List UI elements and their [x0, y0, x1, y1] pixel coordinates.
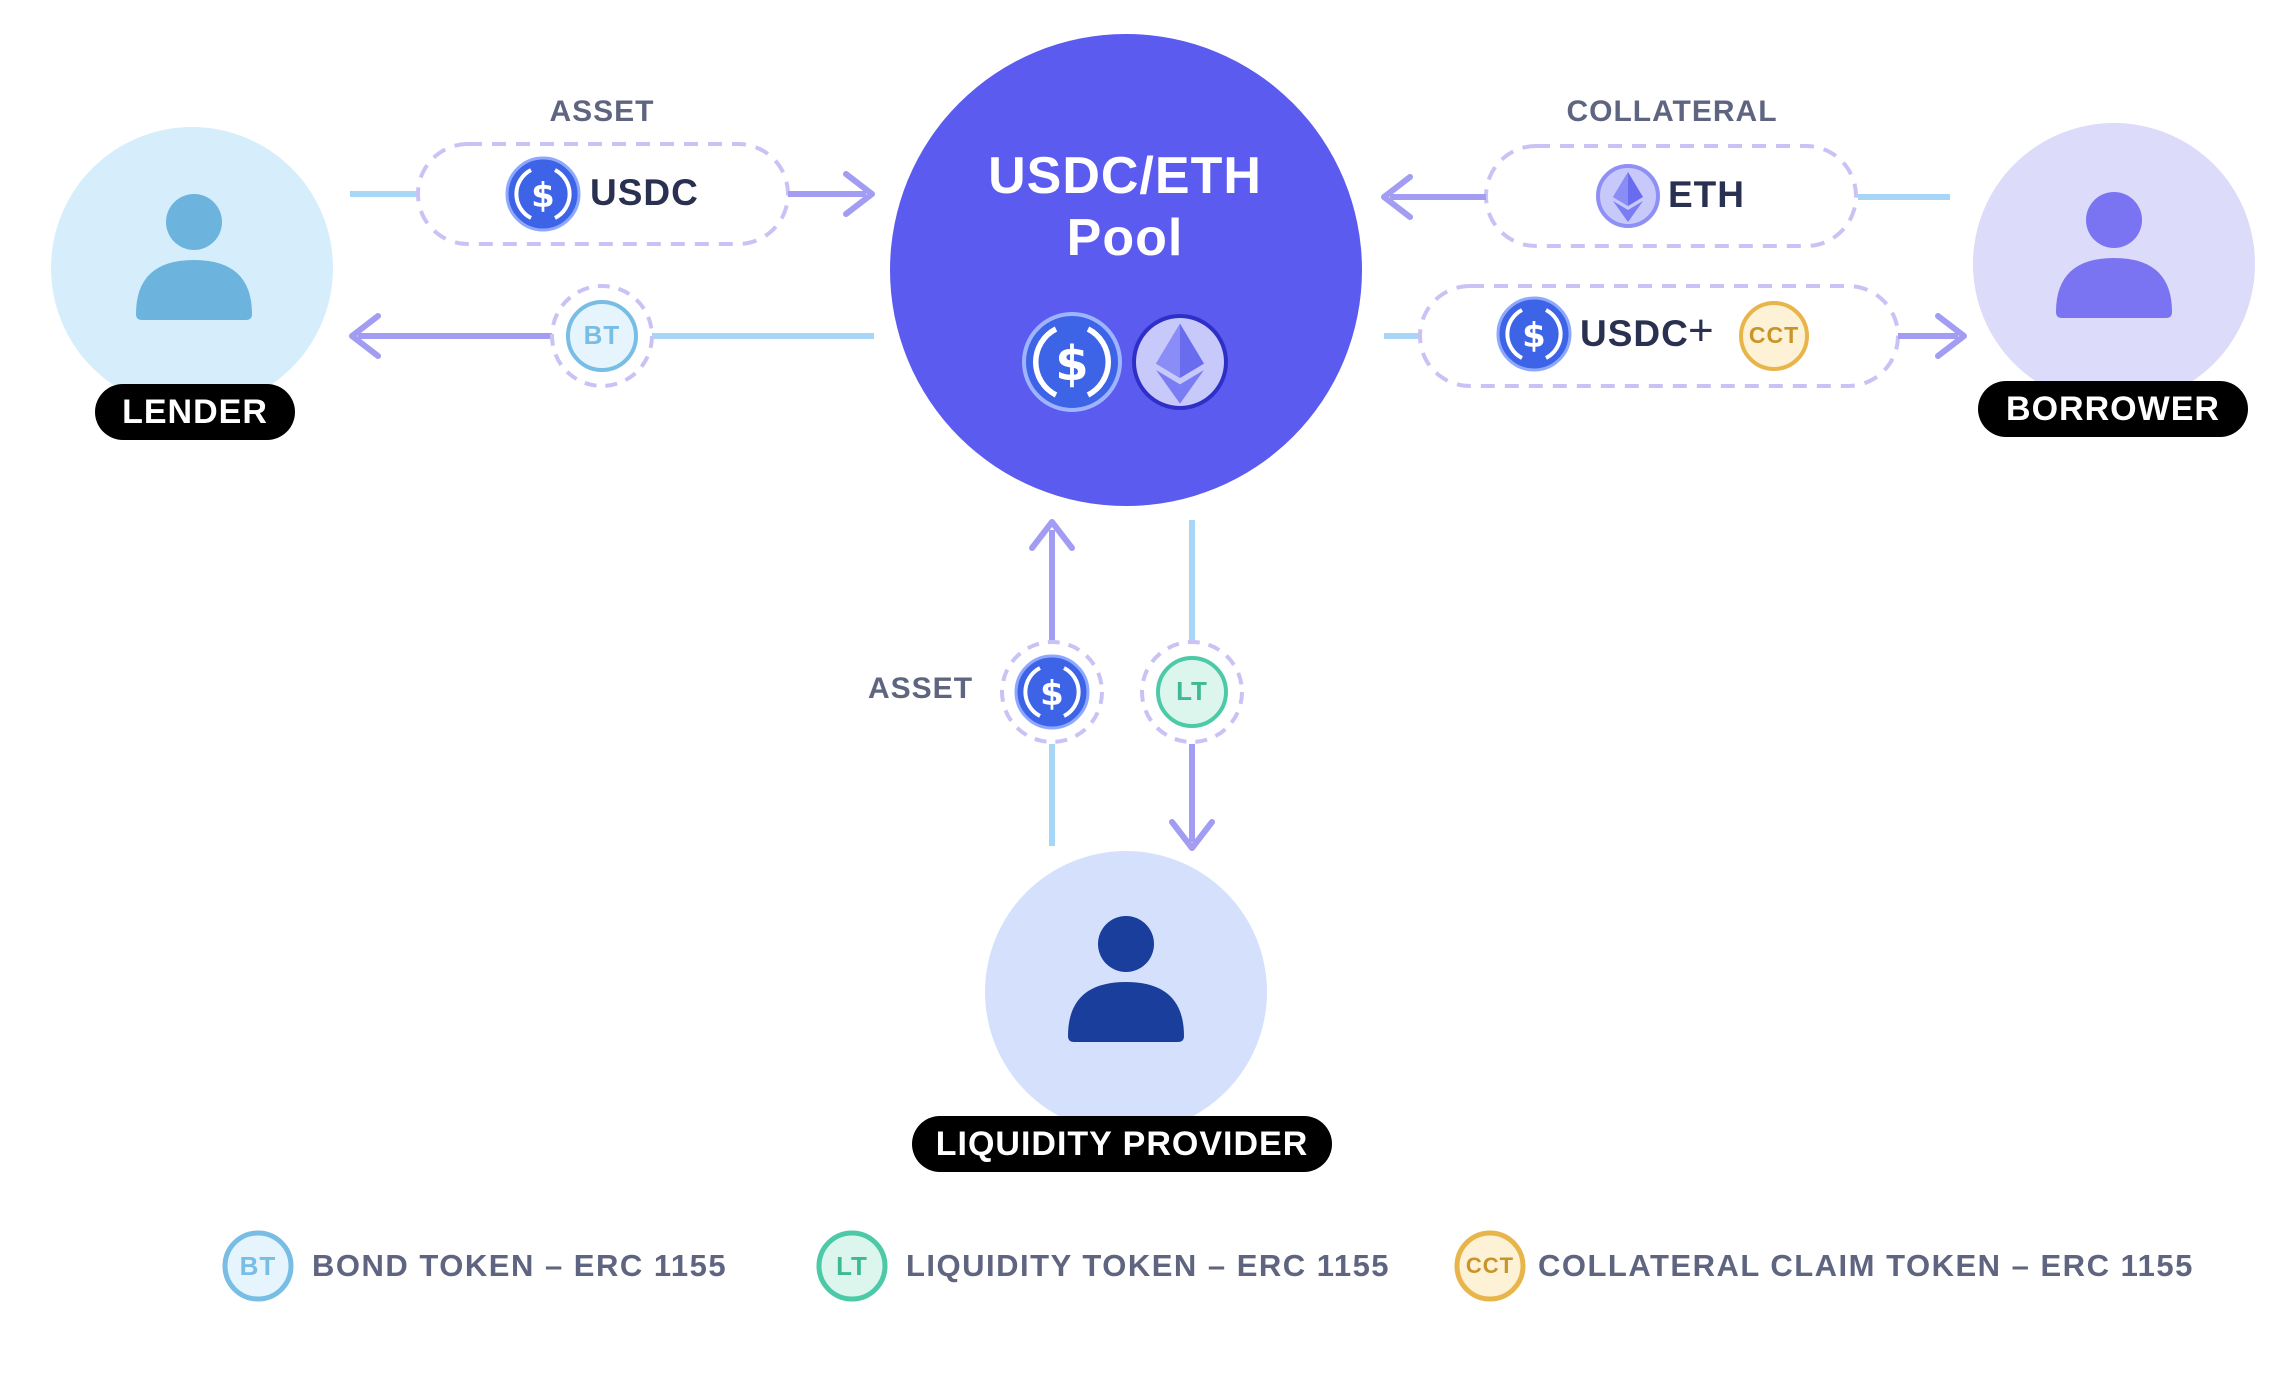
borrower-receive-flow: [1384, 284, 1967, 388]
borrower-collateral-token-label: ETH: [1668, 174, 1745, 215]
legend-cct-text: COLLATERAL CLAIM TOKEN – ERC 1155: [1538, 1248, 2194, 1283]
bt-token-icon: [566, 300, 638, 372]
liquidity-provider-badge: LIQUIDITY PROVIDER: [912, 1116, 1332, 1172]
lender-asset-flow: [350, 142, 875, 246]
lp-asset-flow: [1000, 519, 1104, 846]
usdc-coin-icon: [1496, 296, 1572, 372]
lender-bt-label: BT: [583, 320, 621, 350]
lt-token-icon: [1156, 656, 1228, 728]
lp-lt-label: LT: [1176, 676, 1208, 706]
lender-badge: LENDER: [95, 384, 295, 440]
legend-bt-icon: [222, 1230, 294, 1302]
legend-lt-icon: [816, 1230, 888, 1302]
legend-lt-text: LIQUIDITY TOKEN – ERC 1155: [906, 1248, 1391, 1283]
lender-asset-token-label: USDC: [590, 172, 699, 213]
legend-lt-abbr: LT: [836, 1251, 868, 1281]
pool-usdc-icon: [1024, 314, 1120, 410]
usdc-coin-icon: [1014, 654, 1090, 730]
borrower-badge: BORROWER: [1978, 381, 2248, 437]
legend-cct-abbr: CCT: [1465, 1253, 1515, 1278]
arrow-icon: [1935, 313, 1967, 359]
borrower-receive-plus: +: [1688, 306, 1715, 355]
eth-coin-icon: [1596, 164, 1660, 228]
lp-asset-label: ASSET: [868, 672, 974, 705]
arrow-icon: [1029, 519, 1075, 551]
legend-bt-text: BOND TOKEN – ERC 1155: [312, 1248, 728, 1283]
lp-return-flow: [1140, 520, 1244, 851]
arrow-icon: [843, 171, 875, 217]
borrower-cct-label: CCT: [1748, 322, 1800, 348]
borrower-receive-token-label: USDC: [1580, 313, 1689, 354]
cct-token-icon: [1739, 301, 1809, 371]
pool-title-line1: USDC/ETH: [988, 147, 1262, 205]
arrow-icon: [349, 313, 381, 359]
lender-return-flow: [349, 284, 874, 388]
lender-asset-label: ASSET: [549, 95, 655, 128]
pool-eth-icon: [1132, 314, 1228, 410]
legend-cct-icon: [1454, 1230, 1526, 1302]
arrow-icon: [1169, 819, 1215, 851]
usdc-coin-icon: [505, 156, 581, 232]
borrower-collateral-label: COLLATERAL: [1566, 95, 1778, 128]
legend-bt-abbr: BT: [239, 1251, 277, 1281]
pool-circle: [890, 34, 1362, 506]
pool-title: USDC/ETH Pool: [890, 145, 1360, 269]
arrow-icon: [1381, 174, 1413, 220]
borrower-collateral-flow: [1381, 144, 1950, 248]
pool-title-line2: Pool: [1066, 209, 1184, 267]
